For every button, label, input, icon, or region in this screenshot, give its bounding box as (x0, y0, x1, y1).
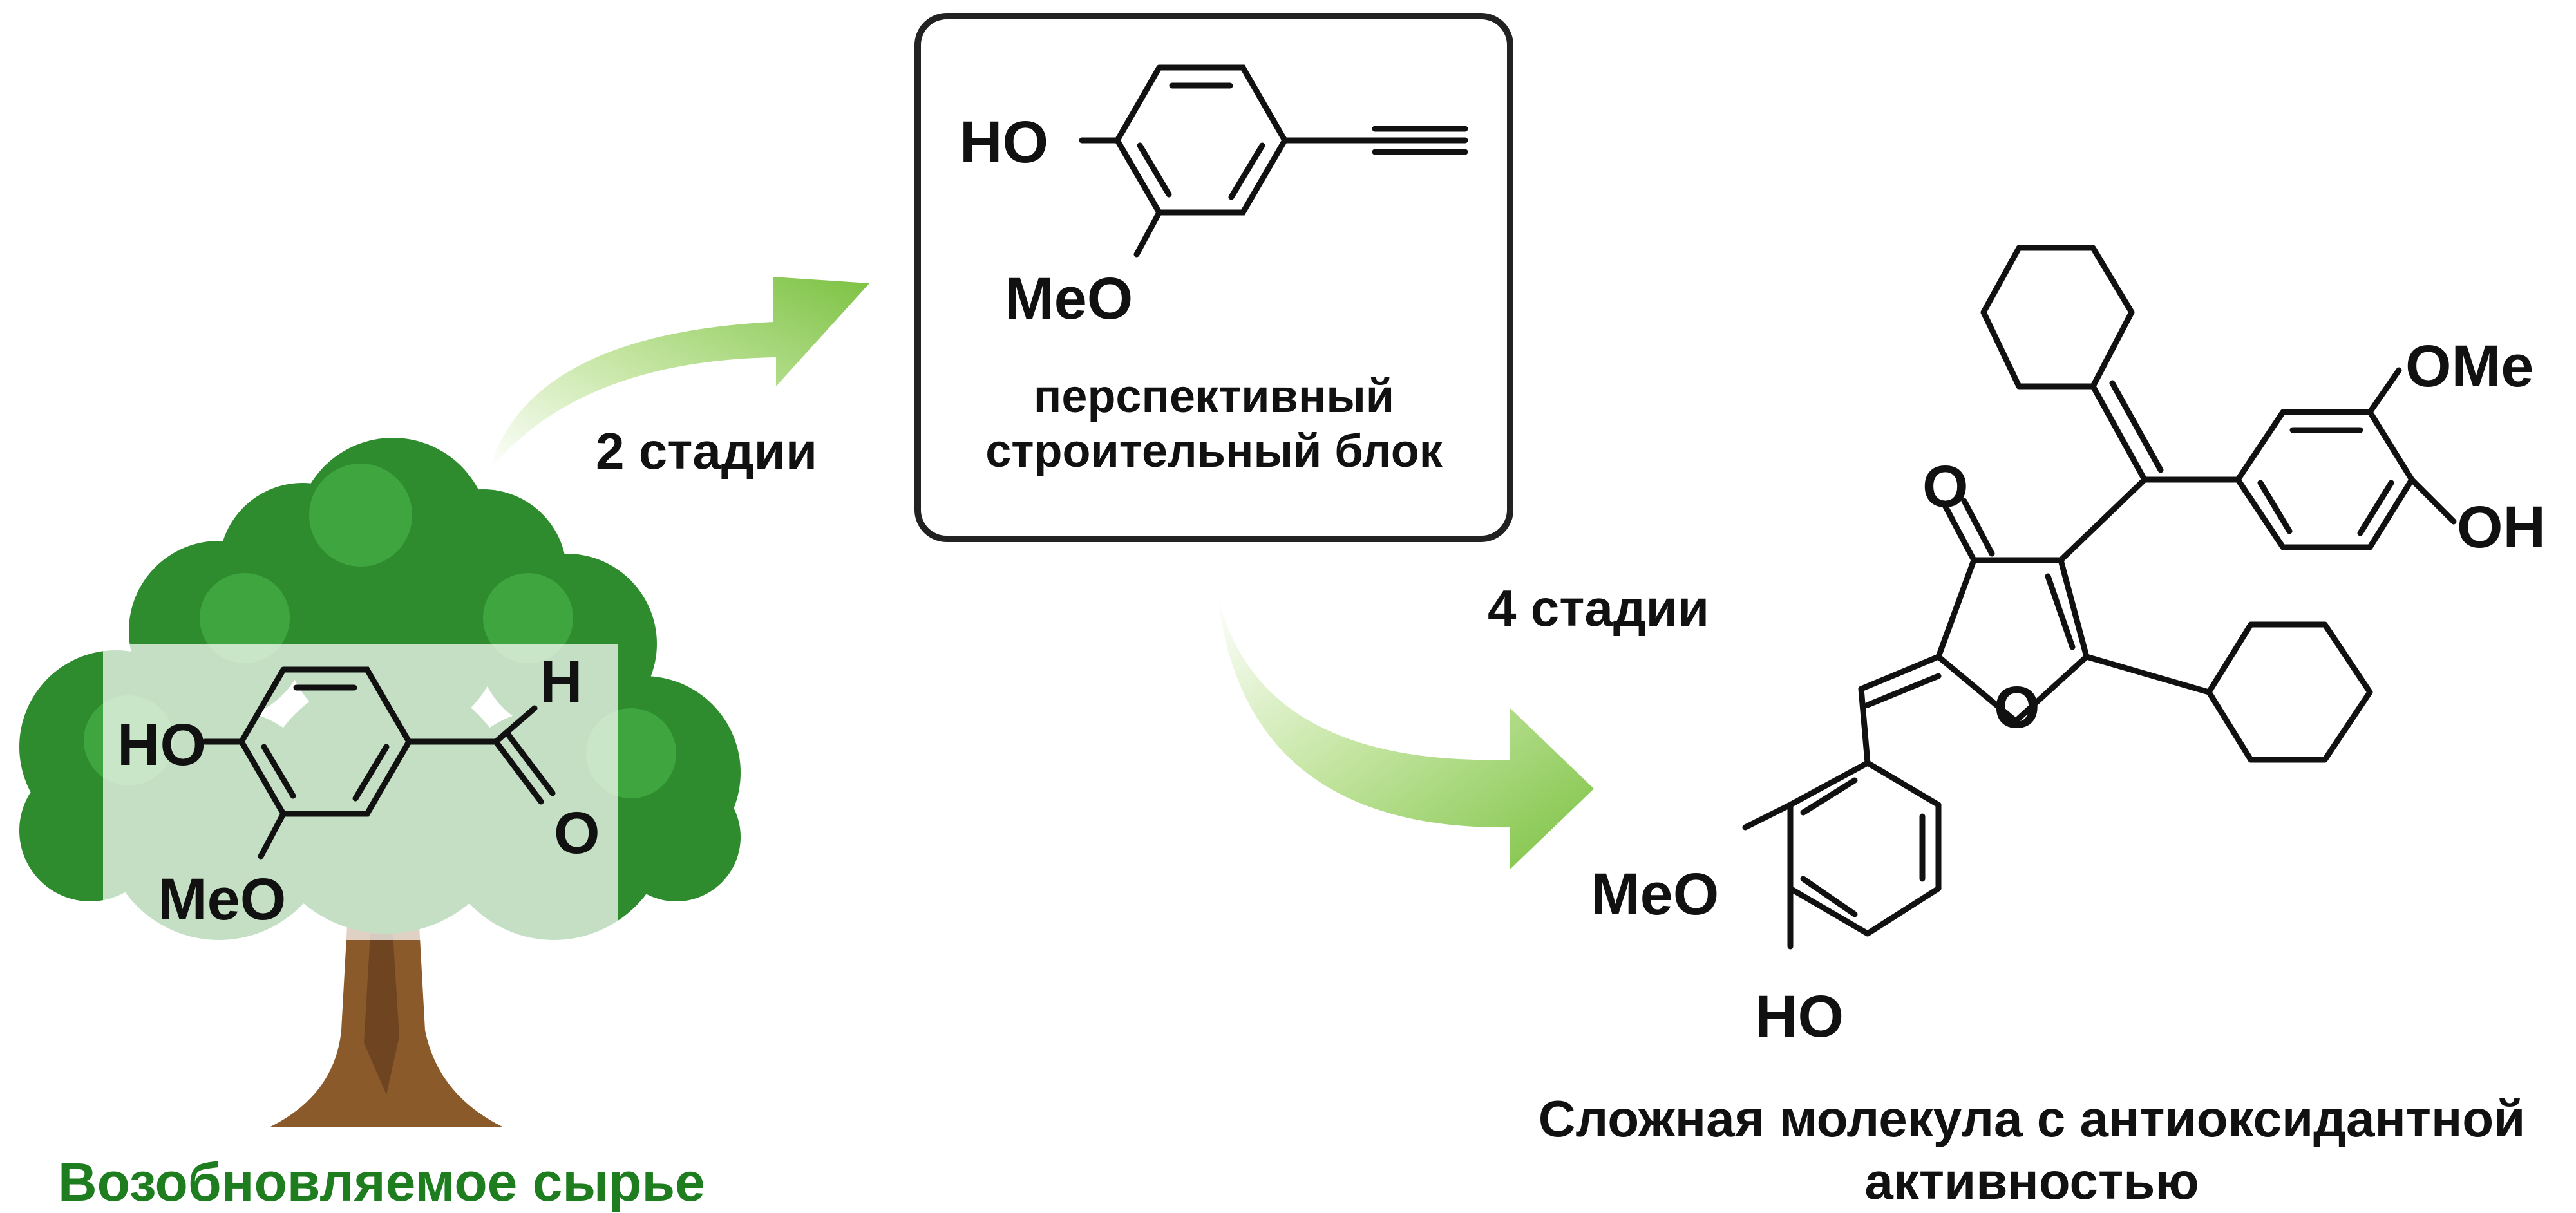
vanillin-ho-label: HO (117, 712, 206, 778)
vanillin-o-label: O (554, 800, 600, 866)
product-ho-label: HO (1755, 984, 1844, 1049)
step2-label: 4 стадии (1488, 579, 1709, 637)
bb-ho-label: HO (960, 109, 1048, 175)
vanillin-meo-label: MeO (158, 867, 286, 932)
product-meo-label: MeO (1591, 861, 1719, 927)
product-ome-label: OMe (2405, 334, 2533, 399)
product-structure (1742, 245, 2457, 950)
arrow-step-2 (1217, 592, 1594, 869)
step1-label: 2 стадии (596, 422, 817, 480)
product-caption-line1: Сложная молекула с антиоксидантной (1539, 1090, 2526, 1147)
bb-meo-label: MeO (1005, 266, 1133, 332)
bb-caption-line2: строительный блок (985, 426, 1443, 477)
product-caption-line2: активностью (1864, 1152, 2199, 1210)
source-caption: Возобновляемое сырье (58, 1152, 705, 1212)
bb-caption-line1: перспективный (1034, 371, 1394, 422)
vanillin-structure (202, 666, 556, 860)
building-block-box (914, 13, 1513, 542)
tree-illustration (19, 438, 741, 1127)
vanillin-h-label: H (540, 649, 582, 715)
product-oh-label: OH (2457, 494, 2546, 560)
product-ring-o-label: O (1994, 675, 2040, 740)
arrow-step-1 (489, 277, 869, 470)
product-ketone-o-label: O (1922, 454, 1969, 520)
building-block-structure (1079, 64, 1468, 258)
